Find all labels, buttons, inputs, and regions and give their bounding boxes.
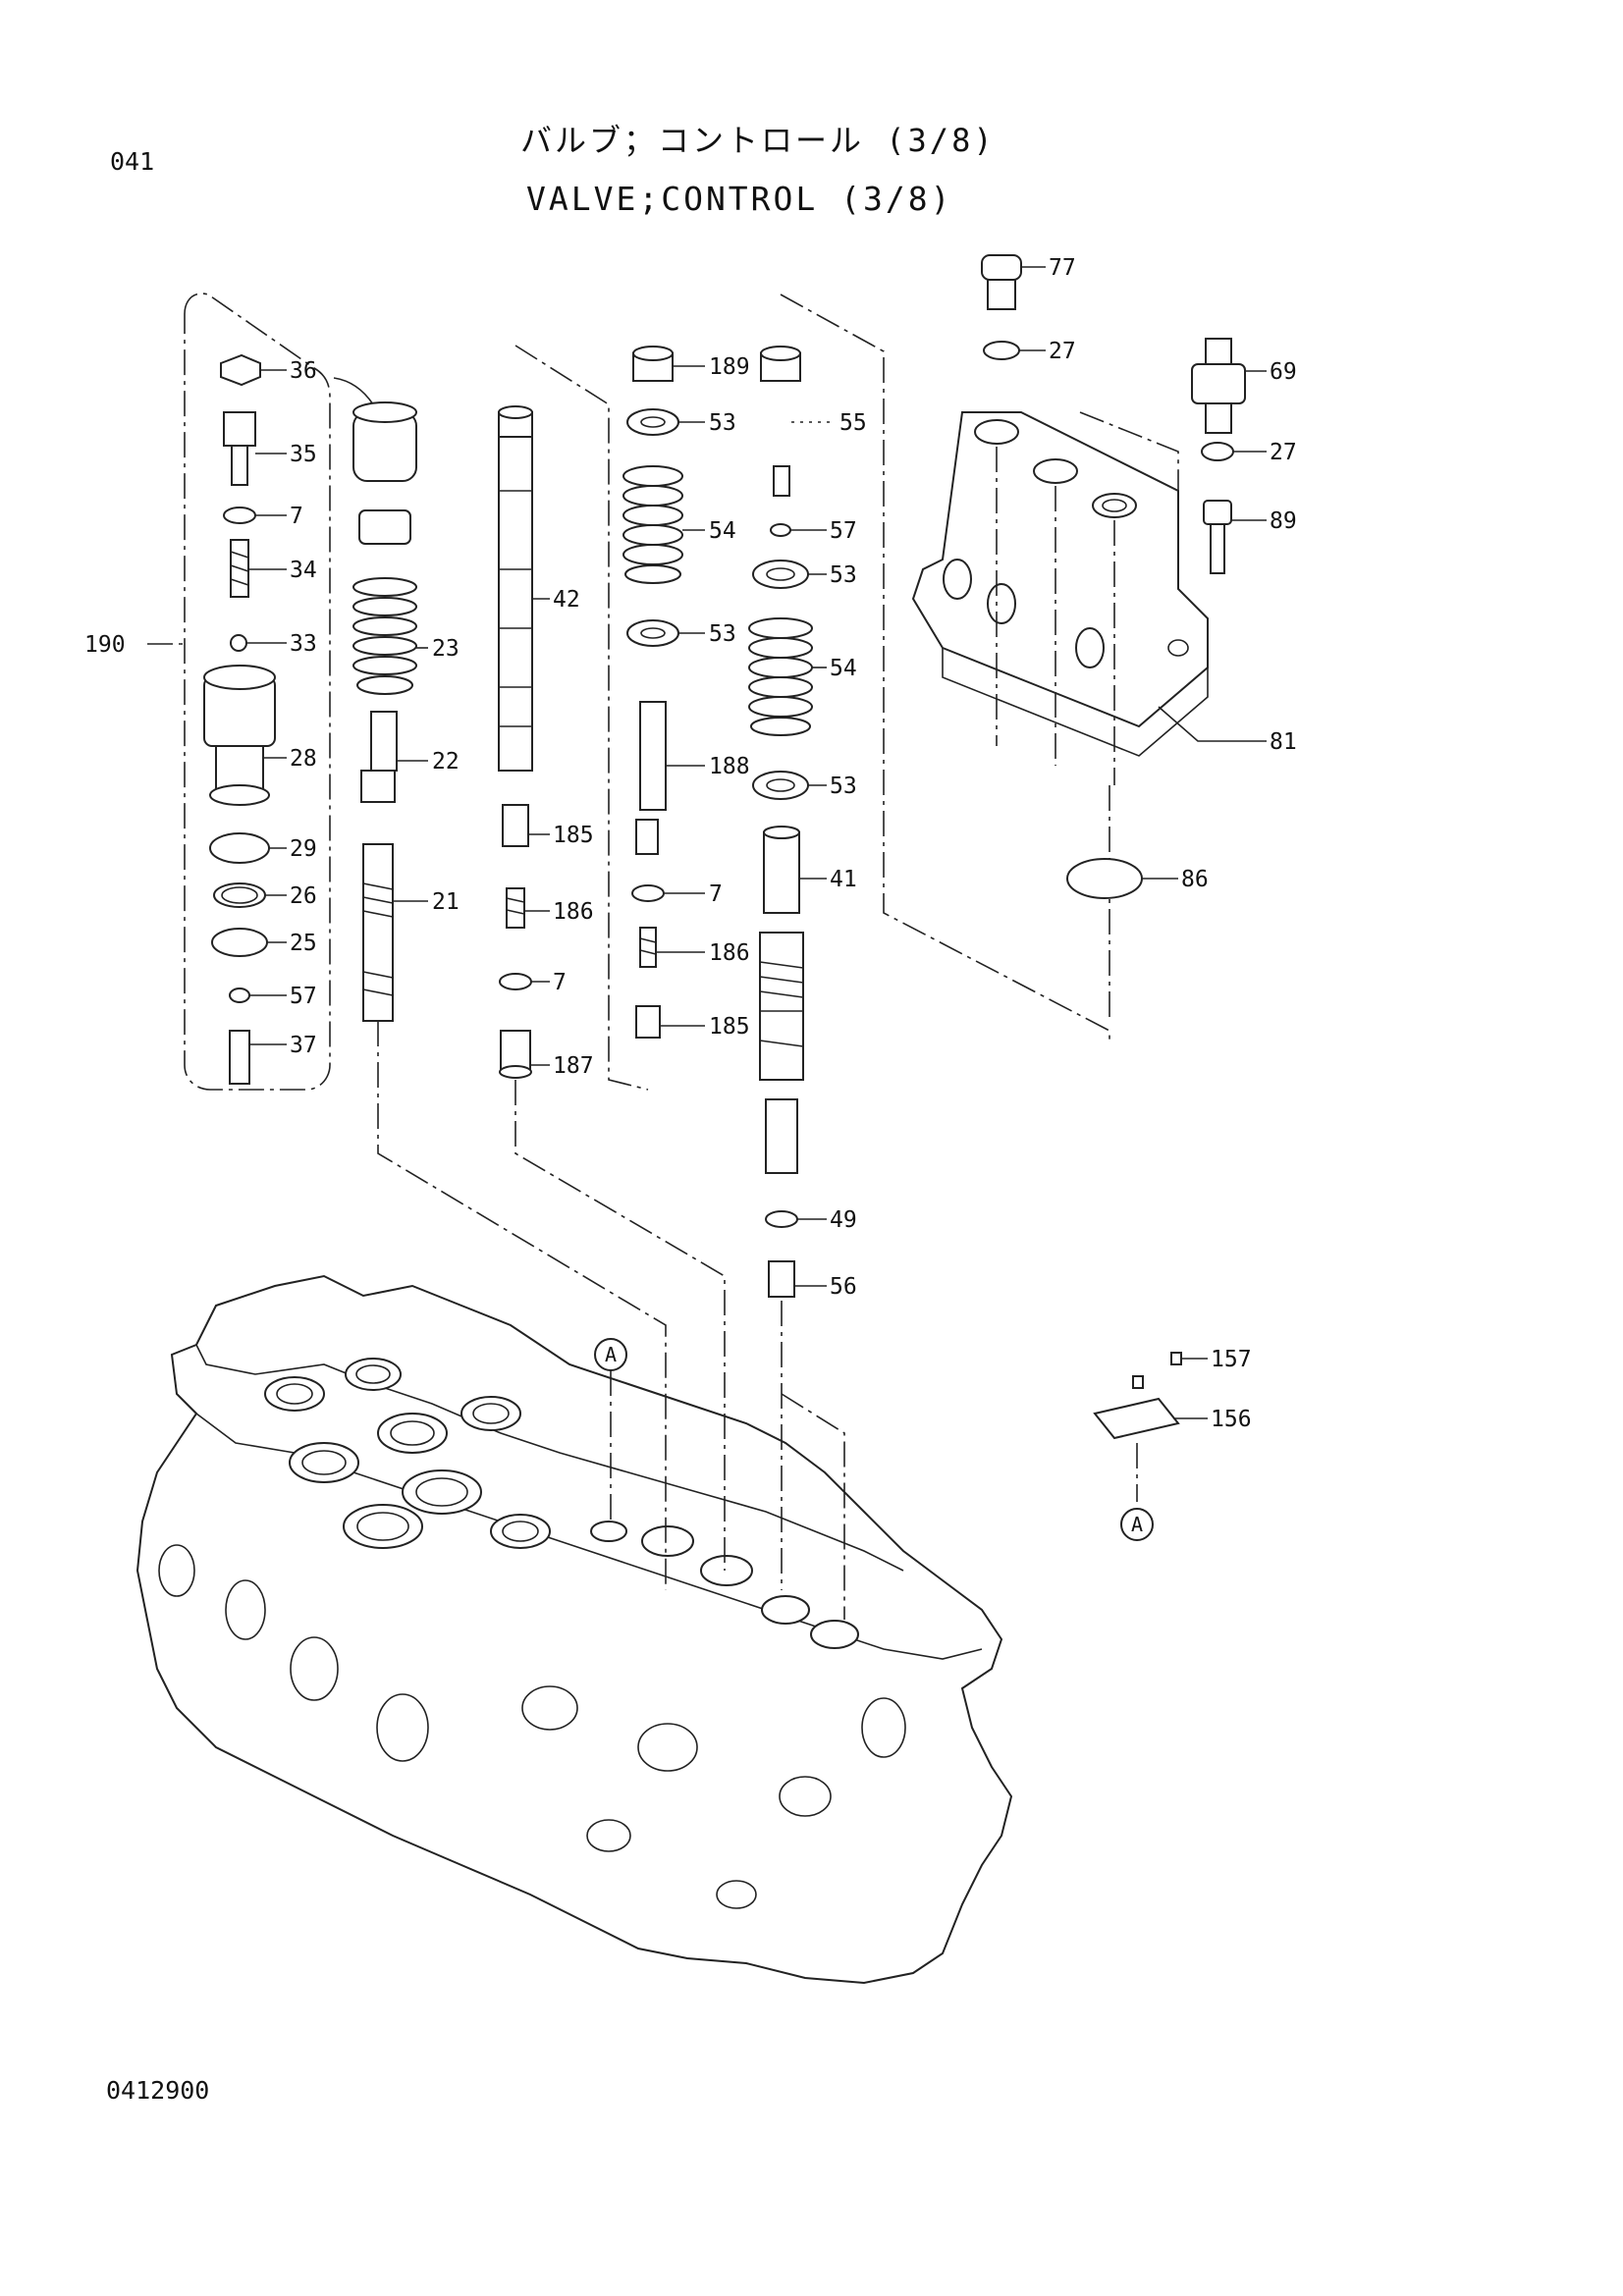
- callout-26: 26: [290, 883, 317, 909]
- callout-86: 86: [1181, 867, 1209, 892]
- callout-22: 22: [432, 749, 460, 774]
- column-4-leaders: [656, 365, 705, 1027]
- callout-35: 35: [290, 442, 317, 467]
- reference-label-a-upper: A: [605, 1343, 617, 1366]
- callout-57-b: 57: [830, 518, 857, 544]
- spring-54-upper: [622, 465, 683, 584]
- callout-77: 77: [1049, 255, 1076, 281]
- callout-156: 156: [1211, 1407, 1252, 1432]
- left-assembly-bracket: [147, 293, 331, 1091]
- callout-53-d: 53: [830, 774, 857, 799]
- callout-7-a: 7: [290, 504, 303, 529]
- callout-189: 189: [709, 354, 750, 380]
- callout-27-b: 27: [1270, 440, 1297, 465]
- left-parts: [203, 353, 276, 1085]
- page-number: 041: [110, 147, 155, 176]
- reference-marker-a-upper: [594, 1338, 627, 1522]
- callout-55: 55: [839, 410, 867, 436]
- column-5-leaders: [781, 529, 845, 1620]
- callout-187: 187: [553, 1053, 594, 1079]
- callout-190: 190: [84, 632, 126, 658]
- callout-185-b: 185: [709, 1014, 750, 1040]
- callout-56: 56: [830, 1274, 857, 1300]
- valve-body-housing: [135, 1274, 1013, 1985]
- title-japanese: バルブ；コントロール (3/8): [520, 122, 996, 159]
- callout-89: 89: [1270, 508, 1297, 534]
- callout-53-a: 53: [709, 410, 736, 436]
- column-3-leaders: [514, 598, 726, 1571]
- callout-186-a: 186: [553, 899, 594, 925]
- callout-37: 37: [290, 1033, 317, 1058]
- column-2-leaders: [377, 647, 667, 1590]
- callout-36: 36: [290, 358, 317, 384]
- callout-185-a: 185: [553, 823, 594, 848]
- callout-69: 69: [1270, 359, 1297, 385]
- callout-33: 33: [290, 631, 317, 657]
- callout-188: 188: [709, 754, 750, 779]
- callout-21: 21: [432, 889, 460, 915]
- callout-25: 25: [290, 931, 317, 956]
- callout-29: 29: [290, 836, 317, 862]
- callout-27-a: 27: [1049, 339, 1076, 364]
- column-5-bracket: [780, 294, 1110, 1041]
- callout-54-b: 54: [830, 656, 857, 681]
- column-4-parts: [622, 346, 683, 1039]
- title-english: VALVE;CONTROL (3/8): [526, 180, 953, 218]
- body-ports: [158, 1358, 906, 1909]
- reference-label-a-lower: A: [1131, 1513, 1143, 1536]
- callout-54-a: 54: [709, 518, 736, 544]
- column-2-parts: [333, 377, 417, 1022]
- callout-81: 81: [1270, 729, 1297, 755]
- callout-157: 157: [1211, 1347, 1252, 1372]
- drawing-number: 0412900: [106, 2076, 210, 2105]
- callout-53-b: 53: [709, 621, 736, 647]
- right-parts: [911, 254, 1246, 899]
- callout-42: 42: [553, 587, 580, 613]
- callout-41: 41: [830, 867, 857, 892]
- callout-labels: 36 35 7 34 190 33 28 29 26 25 57 37 23 2…: [84, 255, 1297, 1536]
- callout-53-c: 53: [830, 562, 857, 588]
- callout-34: 34: [290, 558, 317, 583]
- callout-49: 49: [830, 1207, 857, 1233]
- column-3-parts: [498, 405, 533, 1079]
- left-leaders: [246, 369, 287, 1045]
- callout-28: 28: [290, 746, 317, 772]
- spring-23: [352, 577, 417, 695]
- name-plate-assembly: [1093, 1352, 1208, 1502]
- callout-186-b: 186: [709, 940, 750, 966]
- pilot-cover-81: [911, 411, 1209, 757]
- reference-marker-a-lower: [1120, 1508, 1154, 1541]
- spring-54-lower: [748, 617, 813, 736]
- right-leaders: [996, 266, 1267, 880]
- callout-7-b: 7: [553, 970, 567, 995]
- callout-7-c: 7: [709, 881, 723, 907]
- column-3-bracket: [514, 345, 649, 1091]
- callout-57-a: 57: [290, 984, 317, 1009]
- column-5-parts: [748, 346, 835, 1298]
- callout-23: 23: [432, 636, 460, 662]
